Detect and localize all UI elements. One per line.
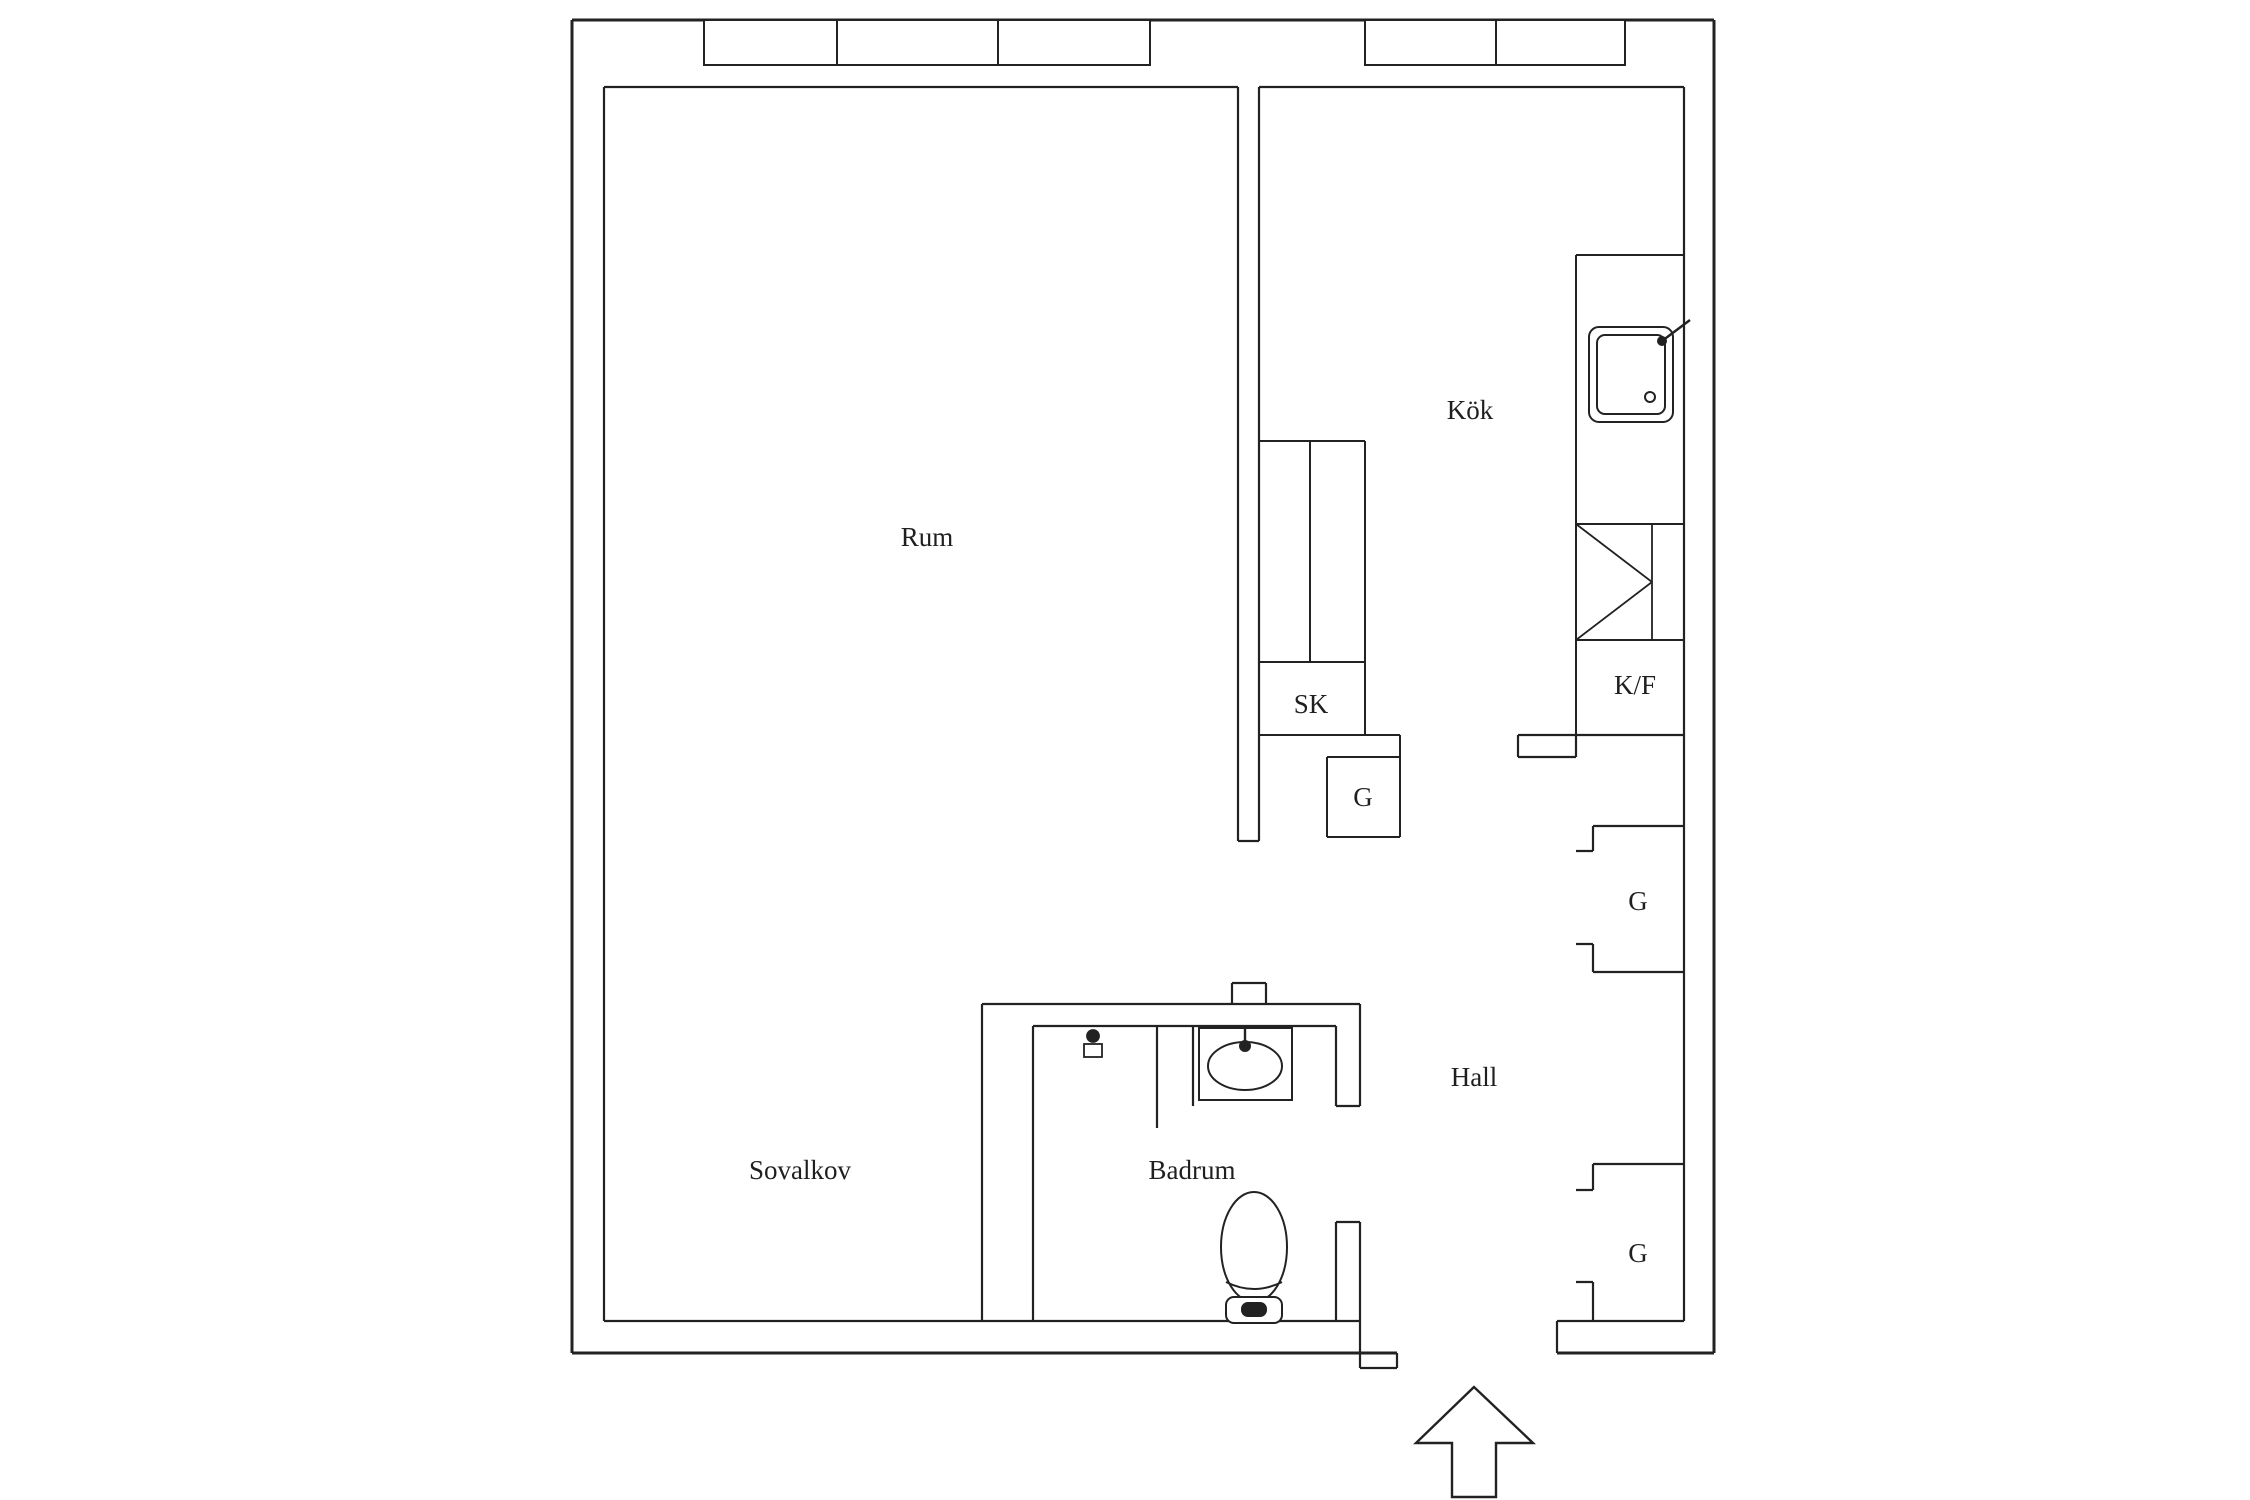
label-kok: Kök	[1447, 395, 1494, 425]
closet-g-upper-walls	[1576, 824, 1684, 974]
closet-g-lower-walls	[1576, 1162, 1684, 1321]
entry-arrow-icon	[1413, 1385, 1537, 1499]
window-icon	[703, 19, 838, 66]
washbasin-icon	[1198, 1027, 1293, 1101]
label-sovalkov: Sovalkov	[749, 1155, 852, 1185]
window-icon	[836, 19, 999, 66]
shower-tap-icon	[1083, 1029, 1103, 1058]
window-icon	[1495, 19, 1626, 66]
label-g-lower-right: G	[1628, 1238, 1648, 1268]
window-icon	[997, 19, 1151, 66]
toilet-icon	[1220, 1191, 1288, 1324]
label-sk: SK	[1294, 689, 1329, 719]
closet-g-middle-walls	[1326, 756, 1401, 838]
label-badrum: Badrum	[1149, 1155, 1236, 1185]
window-icons	[703, 19, 1626, 66]
sink-icon	[1588, 319, 1691, 423]
label-g-middle: G	[1353, 782, 1373, 812]
outer-walls	[570, 18, 1716, 1355]
label-rum: Rum	[901, 522, 954, 552]
label-g-upper-right: G	[1628, 886, 1648, 916]
closet-sk-walls	[1259, 440, 1401, 757]
bathroom-walls	[980, 981, 1362, 1321]
kitchen-counter	[1516, 254, 1684, 759]
stove-icon	[1575, 523, 1653, 641]
window-icon	[1364, 19, 1497, 66]
label-hall: Hall	[1451, 1062, 1498, 1092]
label-kf: K/F	[1614, 670, 1656, 700]
